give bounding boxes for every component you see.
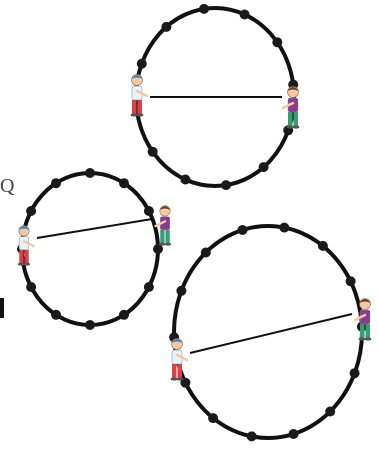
ring-left-bead	[144, 206, 154, 216]
ring-top-bead	[199, 4, 209, 14]
ring-top-bead	[259, 162, 269, 172]
ring-top-bead	[180, 175, 190, 185]
child-right-left-foot-b	[165, 243, 172, 246]
child-left-right-leg-a	[172, 364, 177, 378]
child-left-left	[18, 226, 34, 266]
child-right-right-foot-a	[359, 337, 366, 340]
ring-top-bead	[137, 59, 147, 69]
child-left-right-leg-b	[178, 364, 183, 378]
ring-left-bead	[26, 206, 36, 216]
ring-right-bead	[238, 225, 248, 235]
child-left-left-leg-b	[24, 250, 28, 263]
ring-left-bead	[85, 320, 95, 330]
child-right-right-foot-b	[365, 337, 372, 340]
ring-left-group	[17, 168, 163, 330]
child-right-top-leg-b	[294, 112, 299, 126]
rope-left	[37, 219, 152, 238]
ring-right-bead	[346, 276, 356, 286]
child-left-top-foot-b	[137, 113, 144, 116]
ring-left	[22, 173, 158, 325]
child-left-top	[131, 75, 148, 117]
ring-left-bead	[51, 178, 61, 188]
child-right-left-foot-a	[159, 243, 166, 246]
children	[18, 75, 372, 381]
ring-left-bead	[85, 168, 95, 178]
child-left-left-leg-a	[19, 250, 23, 263]
ring-left-bead	[144, 282, 154, 292]
ring-top-group	[132, 4, 298, 190]
ring-top-bead	[240, 10, 250, 20]
ring-top-bead	[161, 22, 171, 32]
ring-left-bead	[26, 282, 36, 292]
ring-top-bead	[221, 180, 231, 190]
ring-left-bead	[119, 178, 129, 188]
ring-right-bead	[208, 413, 218, 423]
ring-top-bead	[148, 147, 158, 157]
beads-left	[17, 168, 163, 330]
child-left-right-foot-a	[171, 377, 178, 380]
ring-right-bead	[318, 241, 328, 251]
child-left-top-leg-b	[138, 100, 143, 114]
child-left-right	[171, 339, 188, 381]
ring-right-bead	[201, 248, 211, 258]
child-right-right-leg-b	[366, 324, 371, 338]
edge-bar-mark	[0, 298, 4, 318]
ring-right-bead	[350, 368, 360, 378]
ring-right	[174, 226, 362, 438]
ring-right-bead	[247, 431, 257, 441]
child-left-top-foot-a	[131, 113, 138, 116]
ring-right-bead	[279, 223, 289, 233]
child-left-top-leg-a	[132, 100, 137, 114]
child-left-right-foot-b	[177, 377, 184, 380]
ring-left-bead	[51, 310, 61, 320]
child-right-top-foot-a	[287, 125, 294, 128]
ring-left-bead	[119, 310, 129, 320]
edge-letter: Q	[0, 176, 14, 196]
child-right-top-leg-a	[288, 112, 293, 126]
ring-right-bead	[176, 286, 186, 296]
child-left-left-foot-b	[24, 263, 31, 266]
ring-top-bead	[272, 37, 282, 47]
ring-right-bead	[325, 407, 335, 417]
ring-right-bead	[289, 429, 299, 439]
child-right-top-foot-b	[293, 125, 300, 128]
child-left-left-foot-a	[18, 263, 25, 266]
ring-right-group	[169, 223, 367, 442]
child-right-left-leg-b	[165, 230, 169, 243]
child-right-left-leg-a	[160, 230, 164, 243]
rope-right	[190, 314, 352, 353]
child-right-right-leg-a	[360, 324, 365, 338]
beads-right	[169, 223, 367, 442]
child-right-top	[283, 87, 300, 129]
